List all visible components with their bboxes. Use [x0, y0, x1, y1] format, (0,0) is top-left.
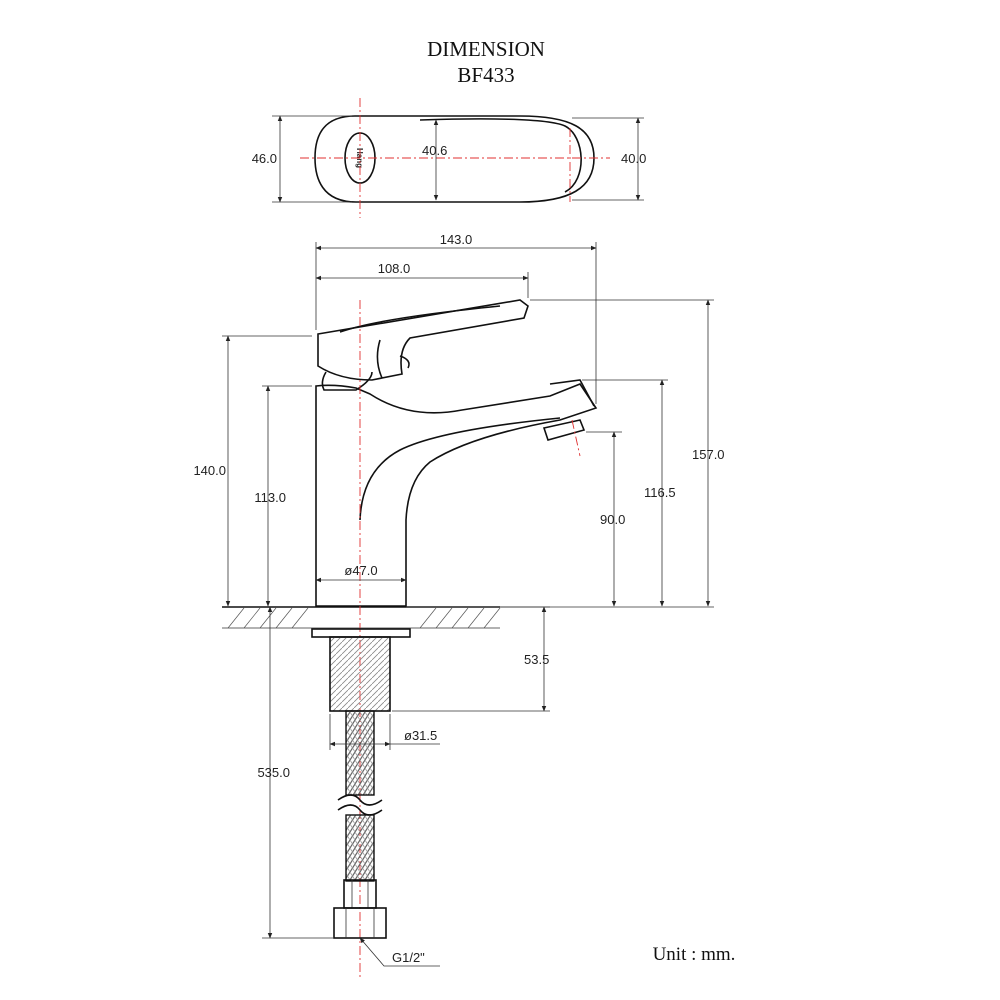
dim-thread: G1/2"	[392, 950, 425, 965]
dim-shank-length: 53.5	[524, 652, 549, 667]
side-view: 143.0 108.0 140.0 113.0 157.0 116.5 90.0…	[193, 232, 725, 980]
dim-overall-length: 143.0	[440, 232, 473, 247]
dim-hose-length: 535.0	[257, 765, 290, 780]
leader-line	[359, 937, 440, 967]
dim-base-height: 113.0	[254, 490, 286, 505]
faucet-body	[315, 383, 598, 607]
threaded-shank	[329, 636, 391, 712]
faucet-body-curve	[359, 417, 561, 521]
lever-handle	[317, 299, 529, 381]
dim-top-width-right: 40.0	[621, 151, 646, 166]
dim-body-height: 140.0	[193, 463, 226, 478]
unit-label: Unit : mm.	[653, 944, 736, 965]
braided-hose-upper	[345, 710, 375, 796]
dim-outlet-height: 90.0	[600, 512, 625, 527]
outlet-center-line	[571, 419, 581, 457]
dim-top-width-left: 46.0	[252, 151, 277, 166]
dim-spout-height: 116.5	[644, 485, 676, 500]
drawing-title: DIMENSION	[427, 37, 545, 61]
under-counter-assembly: 53.5 ø31.5 535.0 G1/2"	[257, 606, 550, 967]
dim-base-diameter: ø47.0	[344, 563, 377, 578]
hose-break-line	[337, 794, 383, 806]
lever-joint	[399, 355, 410, 369]
model-number: BF433	[457, 63, 514, 87]
top-view-handle-outline	[314, 115, 595, 203]
lever-handle-ridge	[339, 305, 501, 333]
dim-overall-height: 157.0	[692, 447, 725, 462]
spout-end	[549, 379, 595, 407]
aerator	[542, 419, 586, 441]
dim-shank-diameter: ø31.5	[404, 728, 437, 743]
dim-handle-length: 108.0	[378, 261, 411, 276]
top-view-handle-ridge	[419, 118, 582, 193]
cartridge-cap	[321, 371, 373, 391]
braided-hose-lower	[345, 814, 375, 882]
top-view: Hang 46.0 40.6 40.0	[252, 98, 646, 218]
countertop-hatch	[227, 607, 501, 629]
hose-break-line-2	[337, 804, 383, 816]
lever-handle-side	[376, 339, 383, 379]
mounting-nut	[311, 628, 411, 638]
dim-top-length: 40.6	[422, 143, 447, 158]
